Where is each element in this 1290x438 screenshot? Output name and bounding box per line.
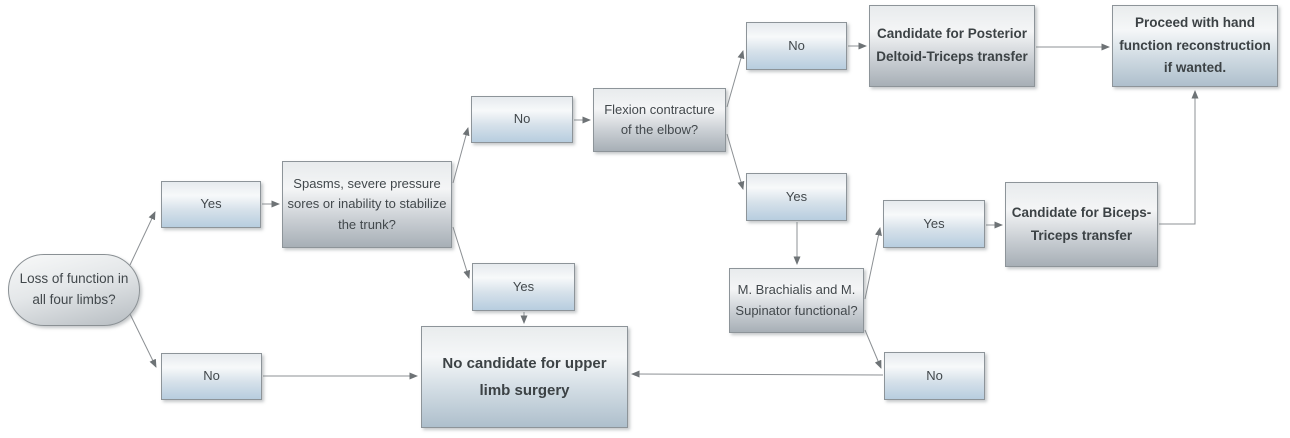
edge-biceps-proceed bbox=[1159, 90, 1199, 225]
edge-start-yes1 bbox=[129, 211, 156, 266]
edge-no4-nosurgery bbox=[631, 370, 884, 378]
node-posterior-deltoid-outcome: Candidate for Posterior Deltoid-Triceps … bbox=[869, 5, 1035, 87]
node-yes-limbs: Yes bbox=[161, 181, 261, 228]
node-no-limbs: No bbox=[161, 353, 262, 400]
node-no-spasms: No bbox=[471, 96, 573, 143]
node-no-contracture: No bbox=[746, 22, 847, 70]
node-yes-spasms: Yes bbox=[472, 263, 575, 311]
edge-brachialis-no4 bbox=[864, 329, 882, 369]
node-start: Loss of function in all four limbs? bbox=[8, 254, 140, 326]
node-yes-contracture: Yes bbox=[746, 173, 847, 221]
node-no-brachialis: No bbox=[884, 352, 985, 400]
node-spasms-question: Spasms, severe pressure sores or inabili… bbox=[282, 161, 452, 248]
node-yes-brachialis: Yes bbox=[883, 200, 985, 248]
node-no-surgery-outcome: No candidate for upper limb surgery bbox=[421, 326, 628, 428]
edge-flexion-yes3 bbox=[726, 133, 745, 190]
edge-flexion-no3 bbox=[726, 50, 745, 108]
node-flexion-question: Flexion contracture of the elbow? bbox=[593, 88, 726, 152]
edge-spasms-yes2 bbox=[452, 226, 471, 279]
node-biceps-triceps-outcome: Candidate for Biceps-Triceps transfer bbox=[1005, 182, 1158, 267]
node-proceed-hand-outcome: Proceed with hand function reconstructio… bbox=[1112, 5, 1278, 87]
node-brachialis-question: M. Brachialis and M. Supinator functiona… bbox=[729, 268, 864, 333]
edge-start-no1 bbox=[129, 313, 157, 368]
edge-brachialis-yes4 bbox=[864, 227, 882, 300]
edge-spasms-no2 bbox=[452, 127, 470, 184]
